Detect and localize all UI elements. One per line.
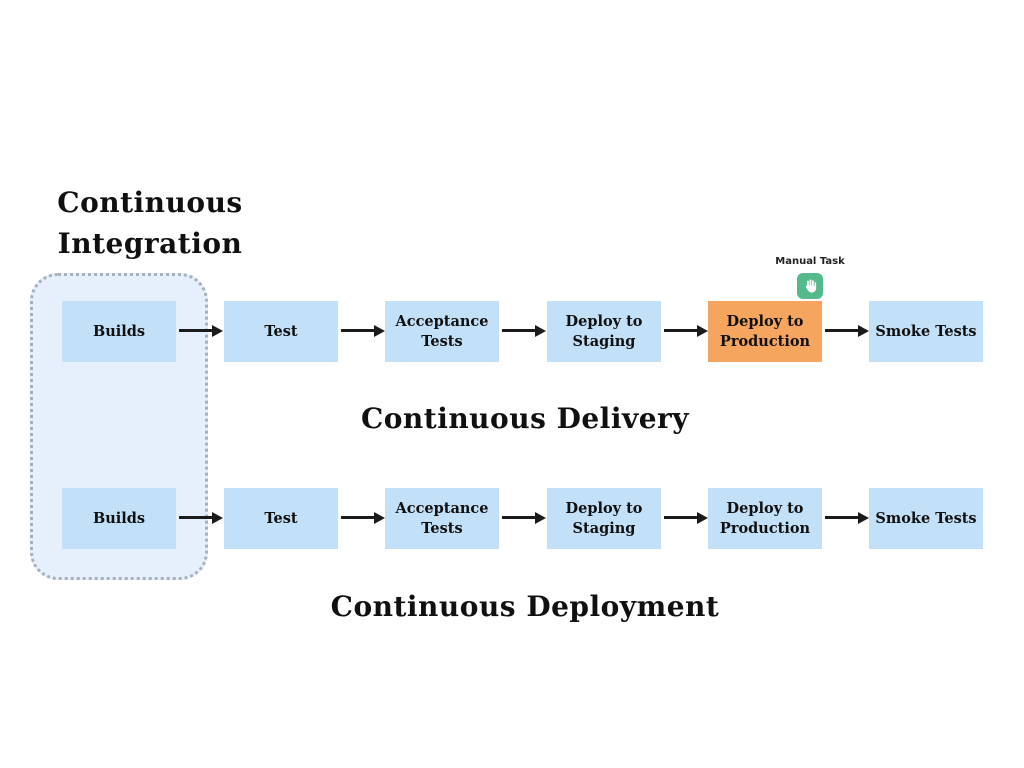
stage-label: Smoke Tests (875, 509, 977, 527)
stage-label: Test (264, 509, 298, 527)
stage-label: Deploy to Production (719, 499, 811, 537)
deployment-stage-acceptance-tests: Acceptance Tests (385, 488, 499, 549)
stage-label: Acceptance Tests (395, 499, 489, 537)
stage-label: Acceptance Tests (395, 312, 489, 350)
deployment-stage-smoke-tests: Smoke Tests (869, 488, 983, 549)
stage-label: Smoke Tests (875, 322, 977, 340)
flow-arrow (341, 329, 374, 333)
delivery-stage-deploy-staging: Deploy to Staging (547, 301, 661, 362)
deployment-stage-test: Test (224, 488, 338, 549)
flow-arrow (502, 329, 535, 333)
raised-hand-icon (796, 272, 824, 300)
manual-task-label: Manual Task (775, 256, 845, 267)
stage-label: Deploy to Staging (565, 499, 643, 537)
continuous-delivery-title: Continuous Delivery (360, 402, 690, 435)
deployment-stage-builds: Builds (62, 488, 176, 549)
flow-arrow (179, 329, 212, 333)
stage-label: Builds (92, 322, 146, 340)
delivery-stage-test: Test (224, 301, 338, 362)
flow-arrow (664, 516, 697, 520)
flow-arrow (825, 329, 858, 333)
stage-label: Deploy to Production (719, 312, 811, 350)
continuous-deployment-title: Continuous Deployment (330, 590, 720, 623)
flow-arrow (341, 516, 374, 520)
stage-label: Deploy to Staging (565, 312, 643, 350)
delivery-stage-deploy-production-manual: Deploy to Production (708, 301, 822, 362)
stage-label: Test (264, 322, 298, 340)
continuous-integration-title: Continuous Integration (57, 186, 243, 260)
flow-arrow (825, 516, 858, 520)
delivery-stage-smoke-tests: Smoke Tests (869, 301, 983, 362)
delivery-stage-builds: Builds (62, 301, 176, 362)
stage-label: Builds (92, 509, 146, 527)
flow-arrow (179, 516, 212, 520)
deployment-stage-deploy-staging: Deploy to Staging (547, 488, 661, 549)
deployment-stage-deploy-production: Deploy to Production (708, 488, 822, 549)
delivery-stage-acceptance-tests: Acceptance Tests (385, 301, 499, 362)
flow-arrow (664, 329, 697, 333)
flow-arrow (502, 516, 535, 520)
